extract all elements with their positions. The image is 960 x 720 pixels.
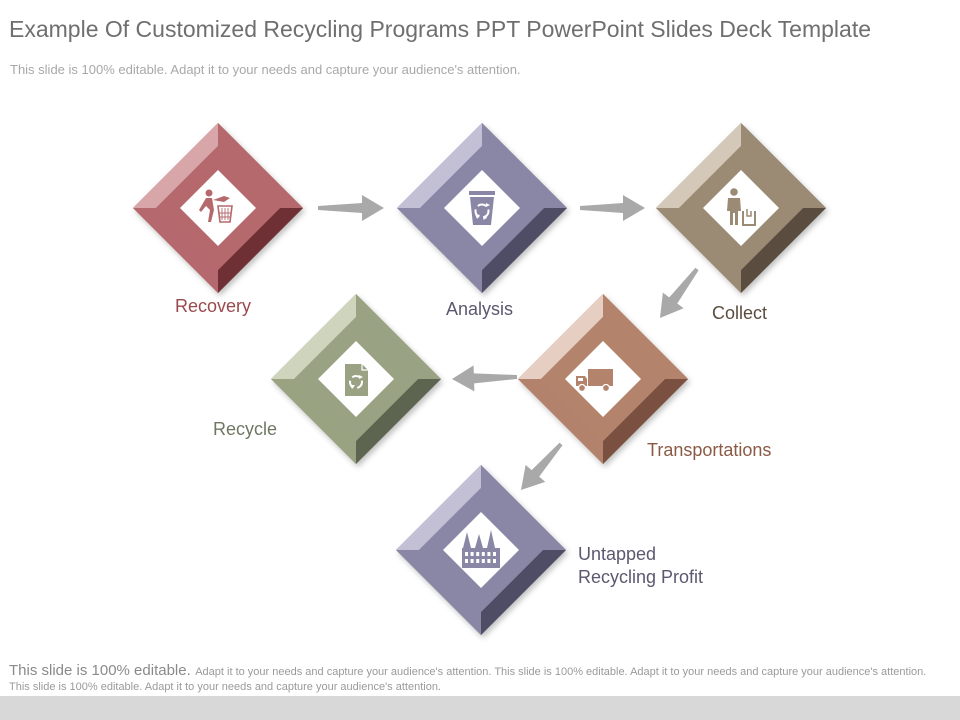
bevel-top-right bbox=[603, 294, 688, 379]
bevel-top-right bbox=[482, 123, 567, 208]
step-label-transportations: Transportations bbox=[647, 440, 772, 460]
bevel-top-left bbox=[271, 294, 356, 379]
arrow-analysis-to-collect bbox=[580, 195, 645, 221]
factory-icon bbox=[462, 530, 500, 568]
bevel-bottom-right bbox=[218, 208, 303, 293]
footer-body: Adapt it to your needs and capture your … bbox=[9, 666, 927, 693]
arrow-recovery-to-analysis bbox=[318, 195, 384, 221]
litter-bin-icon bbox=[199, 189, 233, 223]
bevel-bottom-right bbox=[603, 379, 688, 464]
step-label-analysis: Analysis bbox=[446, 299, 514, 319]
person-waste-icon bbox=[727, 188, 756, 226]
step-diamonds bbox=[133, 123, 826, 635]
arrow-collect-to-transportations bbox=[660, 267, 699, 318]
slide-title: Example Of Customized Recycling Programs… bbox=[9, 16, 871, 42]
bevel-top-right bbox=[218, 123, 303, 208]
truck-icon bbox=[576, 369, 613, 393]
step-label-recovery: Recovery bbox=[175, 296, 252, 316]
bevel-top-left bbox=[656, 123, 741, 208]
slide-subtitle: This slide is 100% editable. Adapt it to… bbox=[10, 62, 521, 77]
flow-arrows bbox=[318, 195, 699, 490]
bevel-bottom-left bbox=[397, 208, 482, 293]
recycle-bin-icon bbox=[469, 191, 495, 225]
diamond-recovery bbox=[133, 123, 303, 293]
bottom-bar bbox=[0, 696, 960, 720]
diamond-untapped bbox=[396, 465, 566, 635]
arrow-transportations-to-recycle bbox=[451, 365, 518, 392]
bevel-bottom-left bbox=[133, 208, 218, 293]
bevel-top-left bbox=[518, 294, 603, 379]
bevel-bottom-left bbox=[656, 208, 741, 293]
icon-tile bbox=[703, 170, 779, 246]
process-diagram bbox=[133, 123, 826, 635]
bevel-bottom-right bbox=[482, 208, 567, 293]
footer-note: This slide is 100% editable. Adapt it to… bbox=[9, 662, 939, 694]
footer-lead: This slide is 100% editable. bbox=[9, 662, 191, 679]
bevel-top-right bbox=[481, 465, 566, 550]
diamond-analysis bbox=[397, 123, 567, 293]
bevel-top-right bbox=[741, 123, 826, 208]
diamond-transportations bbox=[518, 294, 688, 464]
recycle-document-icon bbox=[345, 364, 368, 396]
bevel-top-left bbox=[396, 465, 481, 550]
arrow-transportations-to-untapped bbox=[520, 442, 563, 490]
step-label-recycle: Recycle bbox=[213, 419, 278, 439]
bevel-bottom-left bbox=[396, 550, 481, 635]
bevel-top-right bbox=[356, 294, 441, 379]
diamond-collect bbox=[656, 123, 826, 293]
step-label-untapped-recycling-profit: Untapped Recycling Profit bbox=[578, 544, 704, 587]
bevel-bottom-left bbox=[271, 379, 356, 464]
bevel-top-left bbox=[397, 123, 482, 208]
diamond-recycle bbox=[271, 294, 441, 464]
step-label-collect: Collect bbox=[712, 303, 768, 323]
bevel-bottom-right bbox=[356, 379, 441, 464]
bevel-bottom-right bbox=[481, 550, 566, 635]
bevel-top-left bbox=[133, 123, 218, 208]
bevel-bottom-left bbox=[518, 379, 603, 464]
bevel-bottom-right bbox=[741, 208, 826, 293]
